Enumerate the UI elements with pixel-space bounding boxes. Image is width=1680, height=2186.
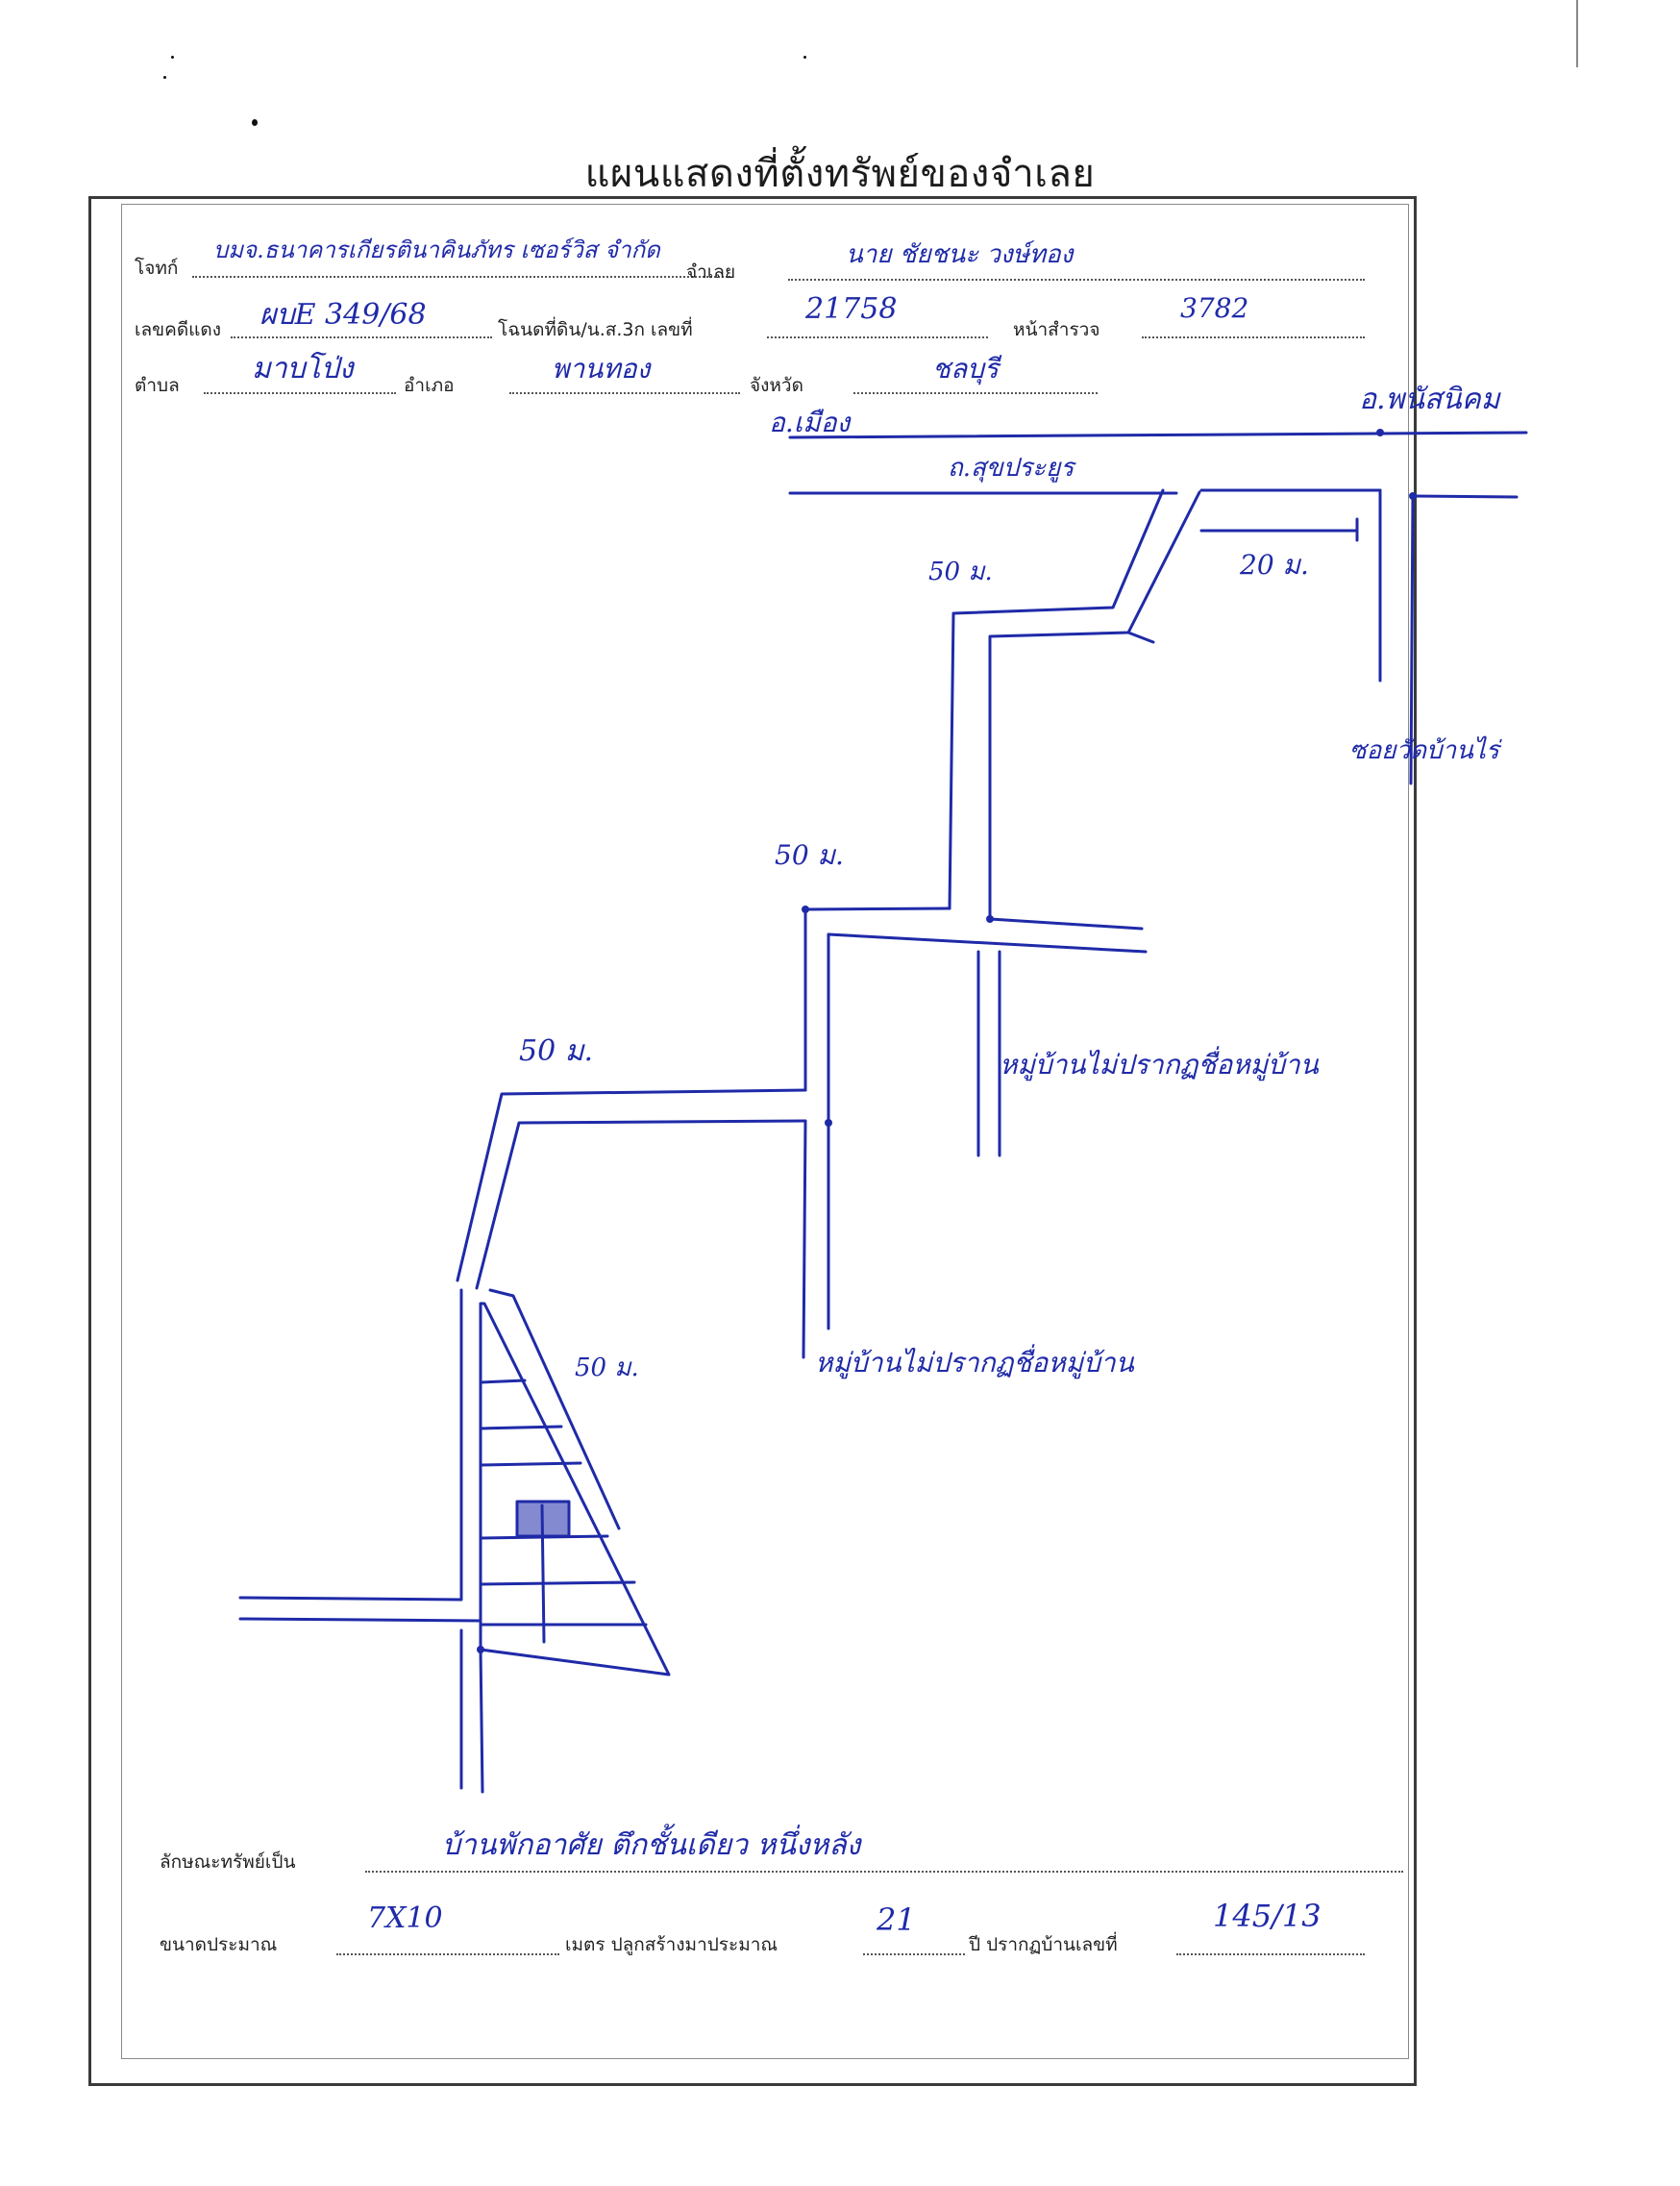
house-no-dots (1176, 1953, 1365, 1955)
deed-value: 21758 (805, 292, 898, 326)
case-no-label: เลขคดีแดง (135, 319, 222, 340)
province-dots (853, 392, 1098, 394)
years-value: 21 (877, 1901, 916, 1938)
south-road-right (479, 1648, 484, 1794)
scan-speck (252, 119, 258, 126)
dist-50-label-4: 50 ม. (575, 1354, 639, 1382)
branch-3a (456, 1088, 807, 1282)
left-road-lower (238, 1617, 482, 1623)
property-type-label: ลักษณะทรัพย์เป็น (160, 1851, 296, 1873)
defendant-dots (788, 279, 1365, 281)
village-label-2: หมู่บ้านไม่ปรากฏชื่อหมู่บ้าน (815, 1347, 1134, 1379)
main-road-label: ถ.สุขประยูร (948, 454, 1075, 483)
deed-dots (767, 336, 988, 338)
subdistrict-value: มาบโป่ง (252, 352, 354, 385)
survey-page-value: 3782 (1180, 292, 1249, 324)
years-house-no-label: ปี ปรากฏบ้านเลขที่ (969, 1934, 1118, 1955)
place-left-label: อ.เมือง (769, 407, 851, 438)
survey-page-label: หน้าสำรวจ (1013, 319, 1100, 340)
subdistrict-label: ตำบล (135, 375, 180, 396)
branch-horizontal-2b (988, 917, 1144, 931)
defendant-label: จำเลย (686, 261, 736, 283)
district-label: อำเภอ (404, 375, 455, 396)
house-marker (515, 1500, 571, 1538)
top-road-line-upper (788, 431, 1528, 439)
form-inner-frame (121, 204, 1409, 2059)
property-type-dots (365, 1871, 1403, 1873)
scan-speck (163, 76, 166, 79)
survey-page-dots (1142, 336, 1365, 338)
district-value: พานทอง (552, 353, 651, 385)
place-right-label: อ.พนัสนิคม (1359, 383, 1500, 416)
subdistrict-dots (204, 392, 396, 394)
branch-3b (475, 1119, 807, 1290)
deed-label: โฉนดที่ดิน/น.ส.3ก เลขที่ (498, 319, 693, 340)
property-type-value: บ้านพักอาศัย ตึกชั้นเดียว หนึ่งหลัง (442, 1828, 861, 1862)
dist-50-label-3: 50 ม. (519, 1034, 594, 1068)
size-value: 7X10 (367, 1901, 443, 1935)
meters-built-label: เมตร ปลูกสร้างมาประมาณ (565, 1934, 778, 1955)
size-label: ขนาดประมาณ (160, 1934, 278, 1955)
plot-boundary (479, 1302, 671, 1677)
dist-20-label: 20 ม. (1240, 549, 1309, 581)
document-title: แผนแสดงที่ตั้งทรัพย์ของจำเลย (584, 152, 1096, 196)
dist-50-label-2: 50 ม. (775, 839, 844, 871)
branch-diag-1b (988, 490, 1201, 921)
years-dots (863, 1953, 965, 1955)
soi-right-label: ซอยวัดบ้านไร่ (1349, 736, 1499, 765)
district-dots (509, 392, 740, 394)
size-dots (336, 1953, 559, 1955)
right-soi-line-2 (1409, 494, 1415, 785)
dist-50-label-1: 50 ม. (928, 558, 993, 586)
plaintiff-label: โจทก์ (135, 258, 179, 279)
left-road-upper (238, 1288, 463, 1602)
house-no-value: 145/13 (1213, 1898, 1322, 1934)
branch-diag-1a (948, 488, 1165, 910)
village-label-1: หมู่บ้านไม่ปรากฏชื่อหมู่บ้าน (1000, 1049, 1319, 1081)
scan-speck (803, 56, 806, 59)
form-frame (88, 196, 1417, 2086)
case-no-value: ผบE 349/68 (259, 298, 427, 332)
province-value: ชลบุรี (932, 353, 999, 385)
province-label: จังหวัด (750, 375, 803, 396)
plaintiff-dots (192, 276, 730, 278)
plot-boundary-outer (488, 1288, 621, 1530)
scan-speck (171, 56, 174, 59)
case-no-dots (231, 336, 492, 338)
plaintiff-value: บมจ.ธนาคารเกียรตินาคินภัทร เซอร์วิส จำกั… (213, 236, 660, 263)
scan-edge (1576, 0, 1578, 67)
defendant-value: นาย ชัยชนะ วงษ์ทอง (846, 240, 1074, 269)
